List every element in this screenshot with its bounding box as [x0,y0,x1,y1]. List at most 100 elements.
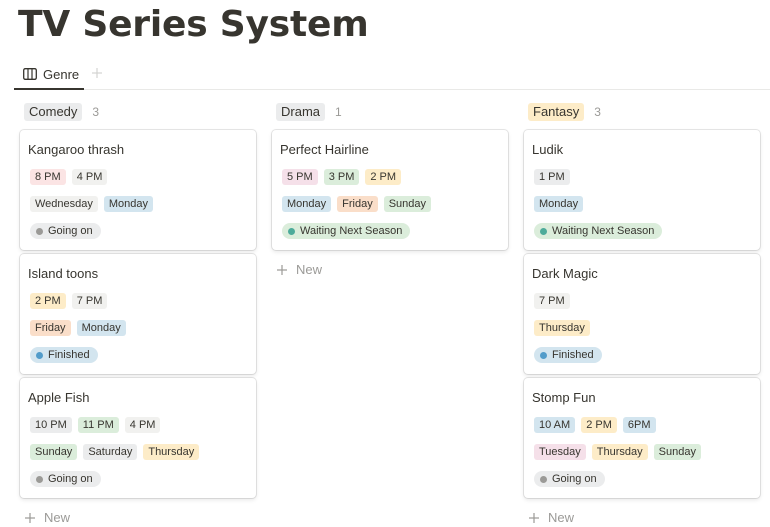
column-count: 3 [594,105,601,119]
plus-icon [92,68,102,78]
airtime-tags: 8 PM 4 PM [30,169,108,185]
tab-label: Genre [43,66,80,82]
view-tabbar: Genre [14,60,770,90]
status-badge: Waiting Next Season [282,223,411,239]
airday-tags: Friday Monday [30,320,126,336]
column-header: Fantasy 3 [524,102,760,122]
card-title: Dark Magic [532,266,598,281]
tab-genre[interactable]: Genre [14,60,84,90]
column-group-tag[interactable]: Fantasy [528,103,585,121]
airday-tag: Monday [534,196,584,212]
airtime-tag: 7 PM [534,293,570,309]
status-dot-icon [540,227,547,235]
status-label: Going on [48,225,93,237]
status-dot-icon [36,475,43,483]
status-label: Going on [48,473,93,485]
airtime-tags: 10 PM 11 PM 4 PM [30,417,161,433]
plus-icon [25,512,35,523]
series-card[interactable]: Apple Fish 10 PM 11 PM 4 PM Sunday Saturday Th… [20,378,256,498]
status-dot-icon [36,351,43,359]
card-title: Perfect Hairline [280,142,369,157]
status-badge: Going on [534,471,605,487]
airday-tag: Monday [103,196,154,212]
column-group-tag[interactable]: Comedy [24,103,83,121]
airtime-tags: 7 PM [534,293,570,309]
airday-tag: Saturday [83,444,138,460]
status-dot-icon [288,227,295,235]
airday-tags: Thursday [534,320,590,336]
airday-tag: Sunday [383,196,432,212]
status-badge: Finished [30,347,98,363]
card-title: Island toons [28,266,99,281]
add-card-button[interactable]: New [528,510,574,525]
airday-tag: Monday [282,196,332,212]
plus-icon [529,512,539,523]
status-dot-icon [540,351,547,359]
airday-tag: Sunday [30,444,78,460]
airtime-tag: 2 PM [365,169,402,185]
airday-tag: Thursday [591,444,648,460]
card-title: Stomp Fun [532,390,596,405]
airtime-tag: 2 PM [30,293,66,309]
airtime-tag: 11 PM [77,417,119,433]
page-title: TV Series System [18,4,369,45]
airtime-tags: 1 PM [534,169,570,185]
add-card-button[interactable]: New [276,262,322,277]
plus-icon [277,264,287,275]
add-card-button[interactable]: New [24,510,70,525]
column-header: Drama 1 [272,102,508,122]
airtime-tag: 1 PM [534,169,570,185]
column-count: 1 [335,105,342,119]
add-card-label: New [296,262,323,277]
airday-tag: Friday [337,196,378,212]
column-group-tag[interactable]: Drama [276,103,326,121]
airday-tags: Sunday Saturday Thursday [30,444,200,460]
card-title: Ludik [532,142,564,157]
status-label: Waiting Next Season [552,225,655,237]
airtime-tag: 10 PM [30,417,72,433]
airtime-tags: 10 AM 2 PM 6PM [534,417,656,433]
airday-tags: Monday [534,196,584,212]
airday-tag: Wednesday [30,196,98,212]
airday-tag: Thursday [534,320,590,336]
airtime-tag: 10 AM [534,417,576,433]
airtime-tag: 2 PM [581,417,617,433]
add-card-label: New [548,510,575,525]
airtime-tag: 6PM [622,417,656,433]
card-title: Apple Fish [28,390,90,405]
airday-tags: Wednesday Monday [30,196,154,212]
airday-tag: Friday [30,320,71,336]
status-badge: Going on [30,223,101,239]
add-view-button[interactable] [88,64,106,82]
airtime-tag: 5 PM [282,169,318,185]
status-label: Finished [48,349,90,361]
status-label: Finished [552,349,594,361]
airday-tag: Monday [76,320,126,336]
airday-tag: Sunday [653,444,701,460]
card-title: Kangaroo thrash [28,142,125,157]
status-label: Going on [552,473,597,485]
status-badge: Going on [30,471,101,487]
airtime-tags: 5 PM 3 PM 2 PM [282,169,402,185]
airtime-tag: 4 PM [71,169,108,185]
airtime-tag: 4 PM [124,417,161,433]
airtime-tag: 3 PM [323,169,360,185]
airday-tags: Monday Friday Sunday [282,196,432,212]
airtime-tag: 8 PM [30,169,66,185]
airday-tag: Thursday [143,444,200,460]
series-card[interactable]: Perfect Hairline 5 PM 3 PM 2 PM Monday Friday… [272,130,508,250]
status-dot-icon [36,227,43,235]
add-card-label: New [44,510,71,525]
status-badge: Finished [534,347,602,363]
